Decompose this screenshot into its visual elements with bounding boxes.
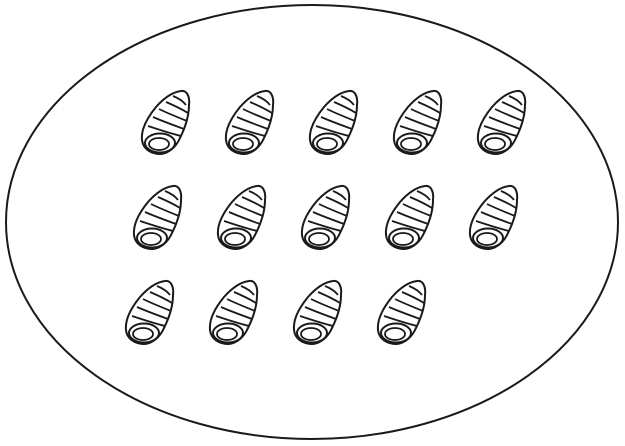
diagram-canvas	[0, 0, 625, 446]
counting-diagram	[0, 0, 625, 446]
